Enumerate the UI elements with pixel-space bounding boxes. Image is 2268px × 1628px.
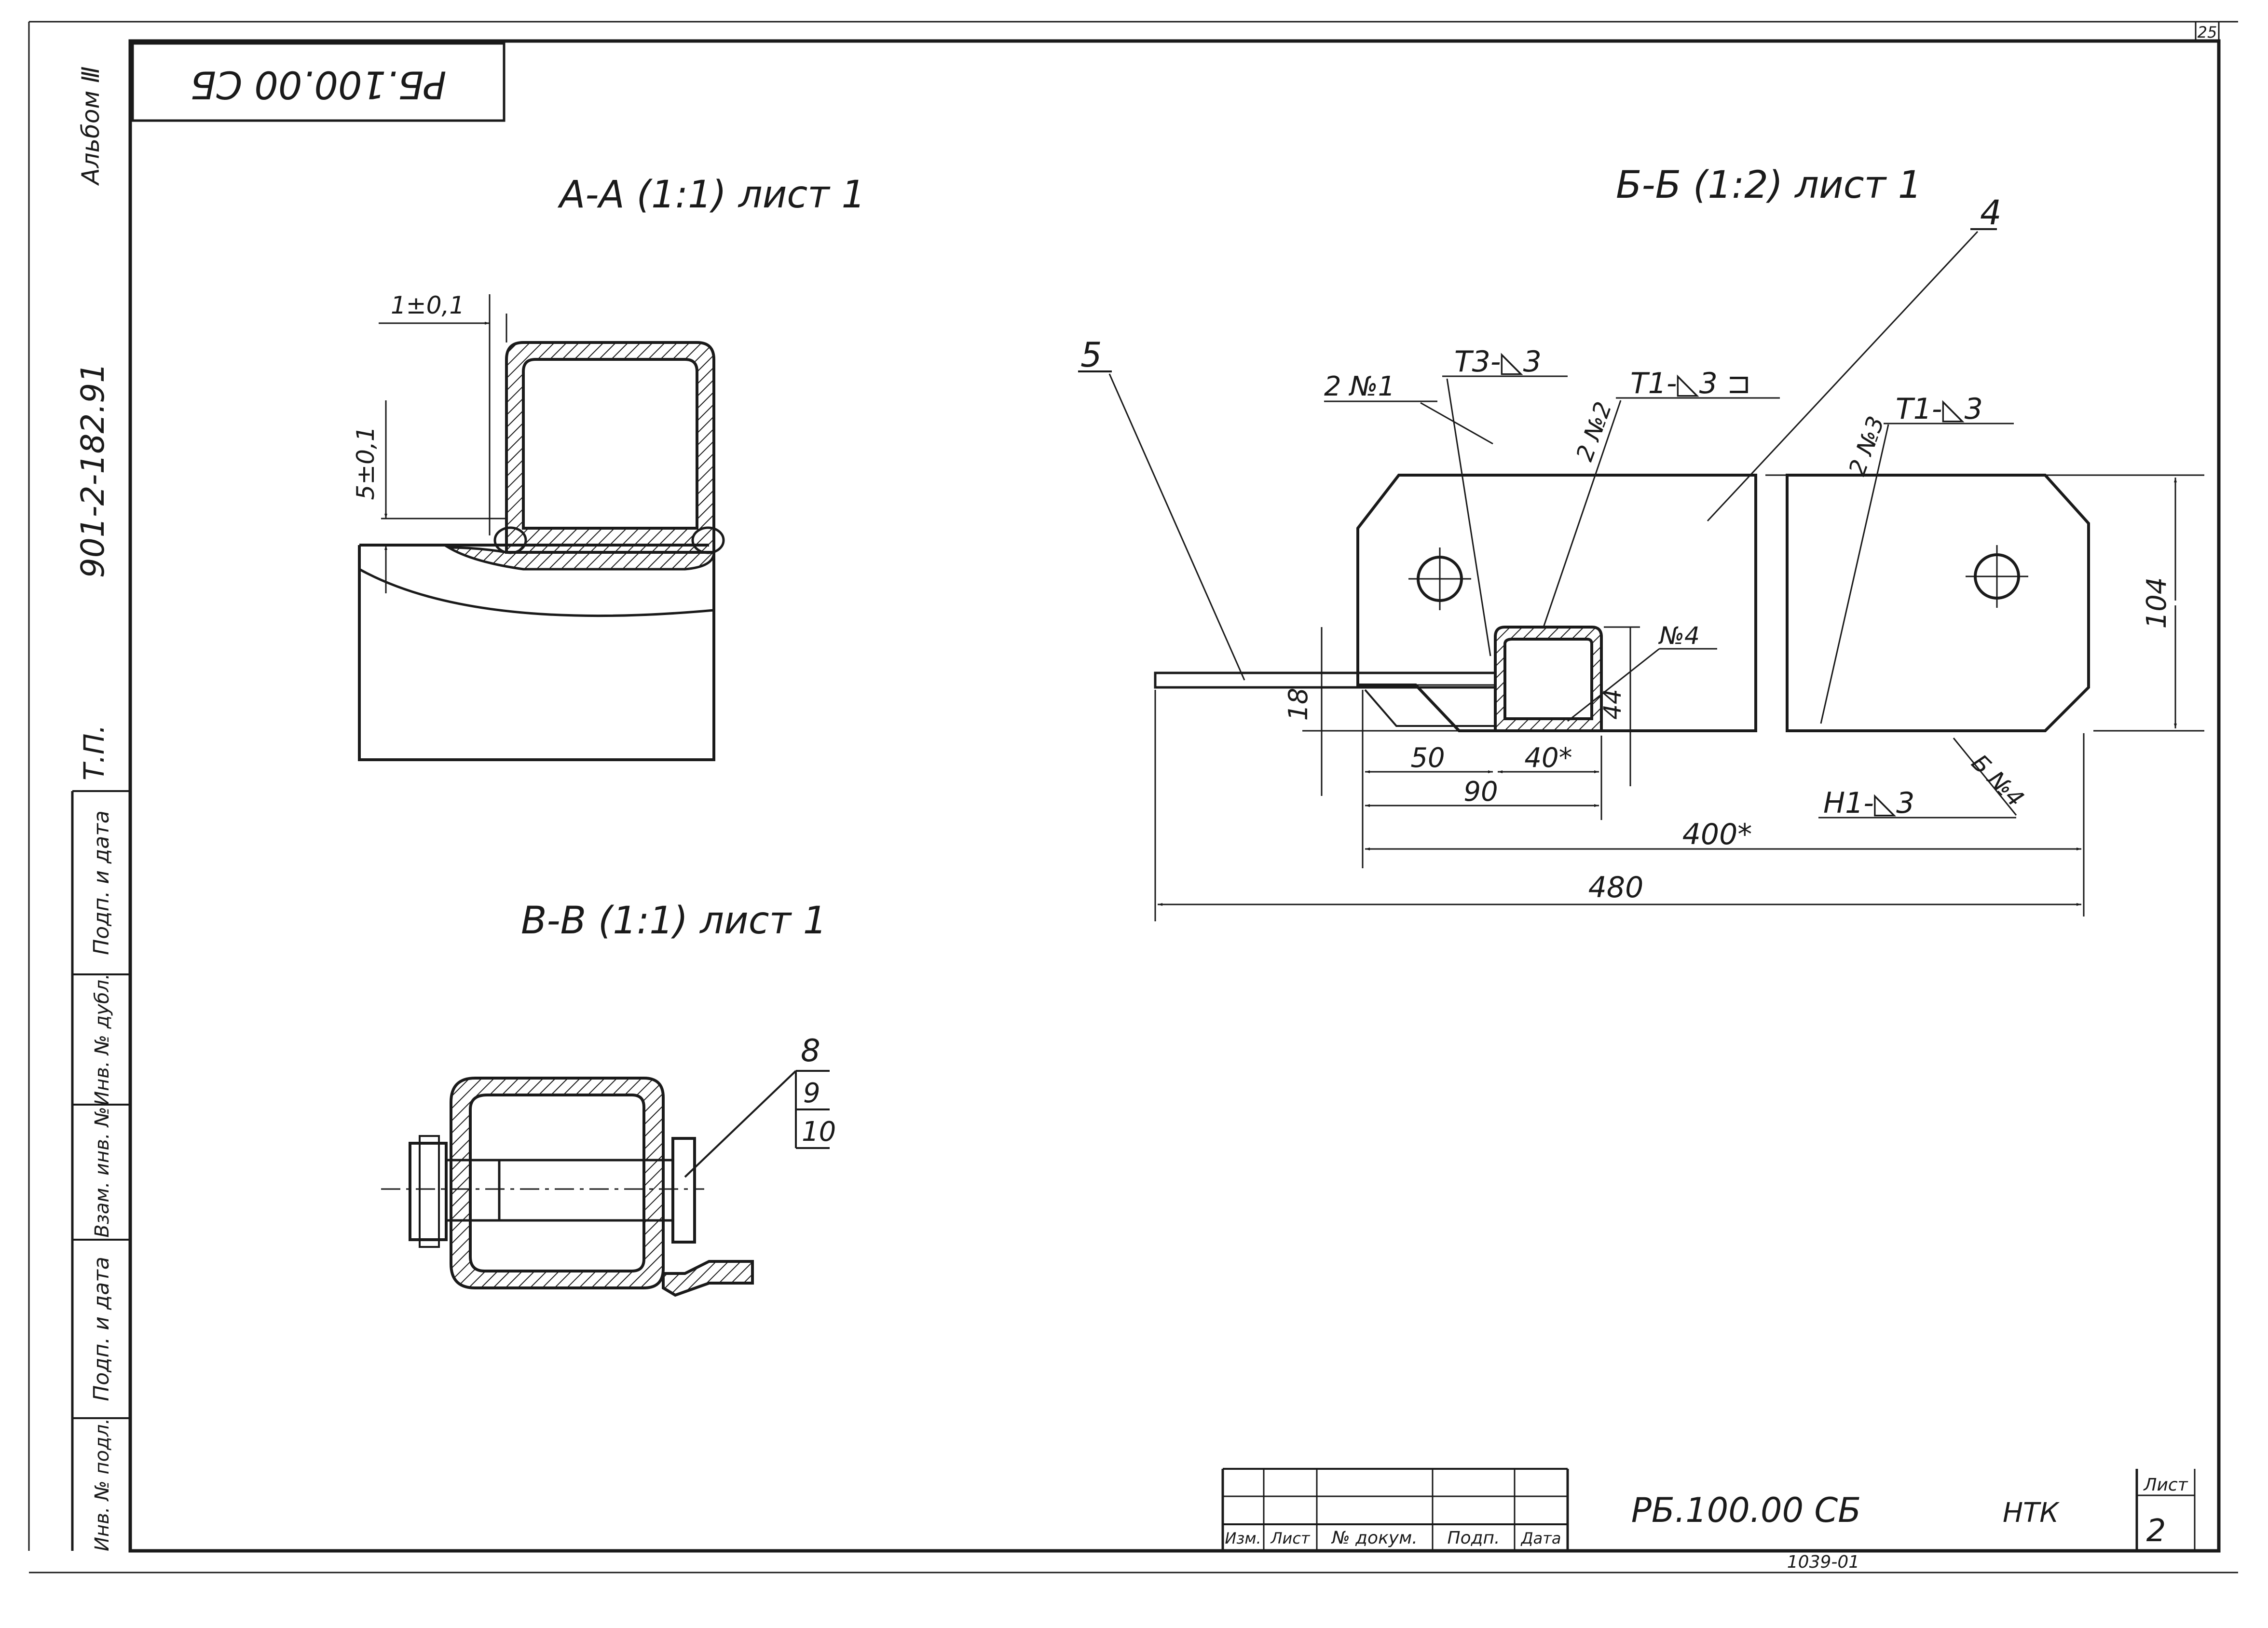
section-vv-callout-9: 9 bbox=[803, 1078, 820, 1109]
title-col-change: Изм. bbox=[1225, 1529, 1261, 1547]
left-margin: Альбом Ⅲ 901-2-182.91 Т.П. Подп. и дата … bbox=[71, 66, 130, 1551]
title-col-doc: № докум. bbox=[1331, 1528, 1417, 1548]
sheet-number-top: 25 bbox=[2198, 23, 2217, 41]
margin-field-1: Подп. и дата bbox=[89, 810, 114, 955]
section-bb: Б-Б (1:2) лист 1 5 4 2 №1 bbox=[1078, 164, 2204, 921]
section-vv-callout-8: 8 bbox=[801, 1033, 820, 1069]
stamp-mirrored-text: РБ.100.00 СБ bbox=[190, 63, 446, 106]
title-doc-code: РБ.100.00 СБ bbox=[1631, 1491, 1861, 1530]
title-col-date: Дата bbox=[1520, 1529, 1561, 1547]
part-4-label: 4 bbox=[1980, 193, 2002, 233]
stamp-mirrored: РБ.100.00 СБ bbox=[131, 42, 506, 122]
margin-series: Т.П. bbox=[78, 725, 110, 780]
title-block: Изм. Лист № докум. Подп. Дата РБ.100.00 … bbox=[1221, 1468, 2196, 1572]
dim-90: 90 bbox=[1463, 776, 1498, 807]
dim-50: 50 bbox=[1410, 742, 1445, 774]
dim-400: 400* bbox=[1682, 818, 1752, 851]
dim-18: 18 bbox=[1283, 688, 1313, 721]
dim-44: 44 bbox=[1599, 689, 1626, 720]
section-bb-title: Б-Б (1:2) лист 1 bbox=[1616, 164, 1922, 207]
weld-b-n4-label: Б №4 bbox=[1966, 749, 2029, 812]
section-aa-dim-top: 1±0,1 bbox=[391, 291, 465, 319]
title-sheet-label: Лист bbox=[2143, 1475, 2188, 1495]
weld-n4-label: №4 bbox=[1658, 622, 1700, 650]
section-aa-title: А-А (1:1) лист 1 bbox=[557, 173, 865, 217]
section-vv: В-В (1:1) лист 1 8 9 10 bbox=[381, 899, 836, 1297]
title-sheet-value: 2 bbox=[2146, 1513, 2166, 1549]
margin-field-5: Инв. № подл. bbox=[91, 1418, 113, 1551]
weld-t1b-label: Т1-◺3 bbox=[1896, 392, 1983, 426]
title-col-sign: Подп. bbox=[1448, 1528, 1500, 1548]
weld-t3-label: Т3-◺3 bbox=[1454, 345, 1542, 379]
margin-field-2: Инв. № дубл. bbox=[91, 973, 113, 1106]
margin-field-4: Подп. и дата bbox=[89, 1257, 114, 1401]
sheet-frame: 25 bbox=[28, 21, 2238, 1573]
dim-104: 104 bbox=[2141, 577, 2172, 629]
section-vv-callout-10: 10 bbox=[802, 1116, 836, 1148]
section-vv-title: В-В (1:1) лист 1 bbox=[521, 899, 827, 943]
dim-40: 40* bbox=[1524, 742, 1572, 774]
weld-h1-label: Н1-◺3 bbox=[1823, 786, 1914, 820]
hole-right bbox=[1966, 545, 2028, 608]
hole-left bbox=[1408, 547, 1471, 610]
section-aa-dim-side: 5±0,1 bbox=[352, 426, 380, 500]
dim-480: 480 bbox=[1588, 871, 1644, 904]
title-stage: НТК bbox=[2003, 1497, 2060, 1529]
margin-project-code: 901-2-182.91 bbox=[74, 363, 111, 578]
margin-album: Альбом Ⅲ bbox=[77, 66, 105, 186]
weld-t1a-label: Т1-◺3 ⊐ bbox=[1630, 367, 1751, 400]
part-5-label: 5 bbox=[1080, 335, 1102, 375]
title-bottom-note: 1039-01 bbox=[1787, 1552, 1859, 1572]
margin-field-3: Взам. инв. № bbox=[91, 1107, 113, 1238]
weld-n1-label: 2 №1 bbox=[1324, 371, 1395, 402]
title-col-sheet: Лист bbox=[1270, 1529, 1310, 1547]
section-aa: А-А (1:1) лист 1 1±0,1 5±0,1 bbox=[352, 173, 865, 761]
